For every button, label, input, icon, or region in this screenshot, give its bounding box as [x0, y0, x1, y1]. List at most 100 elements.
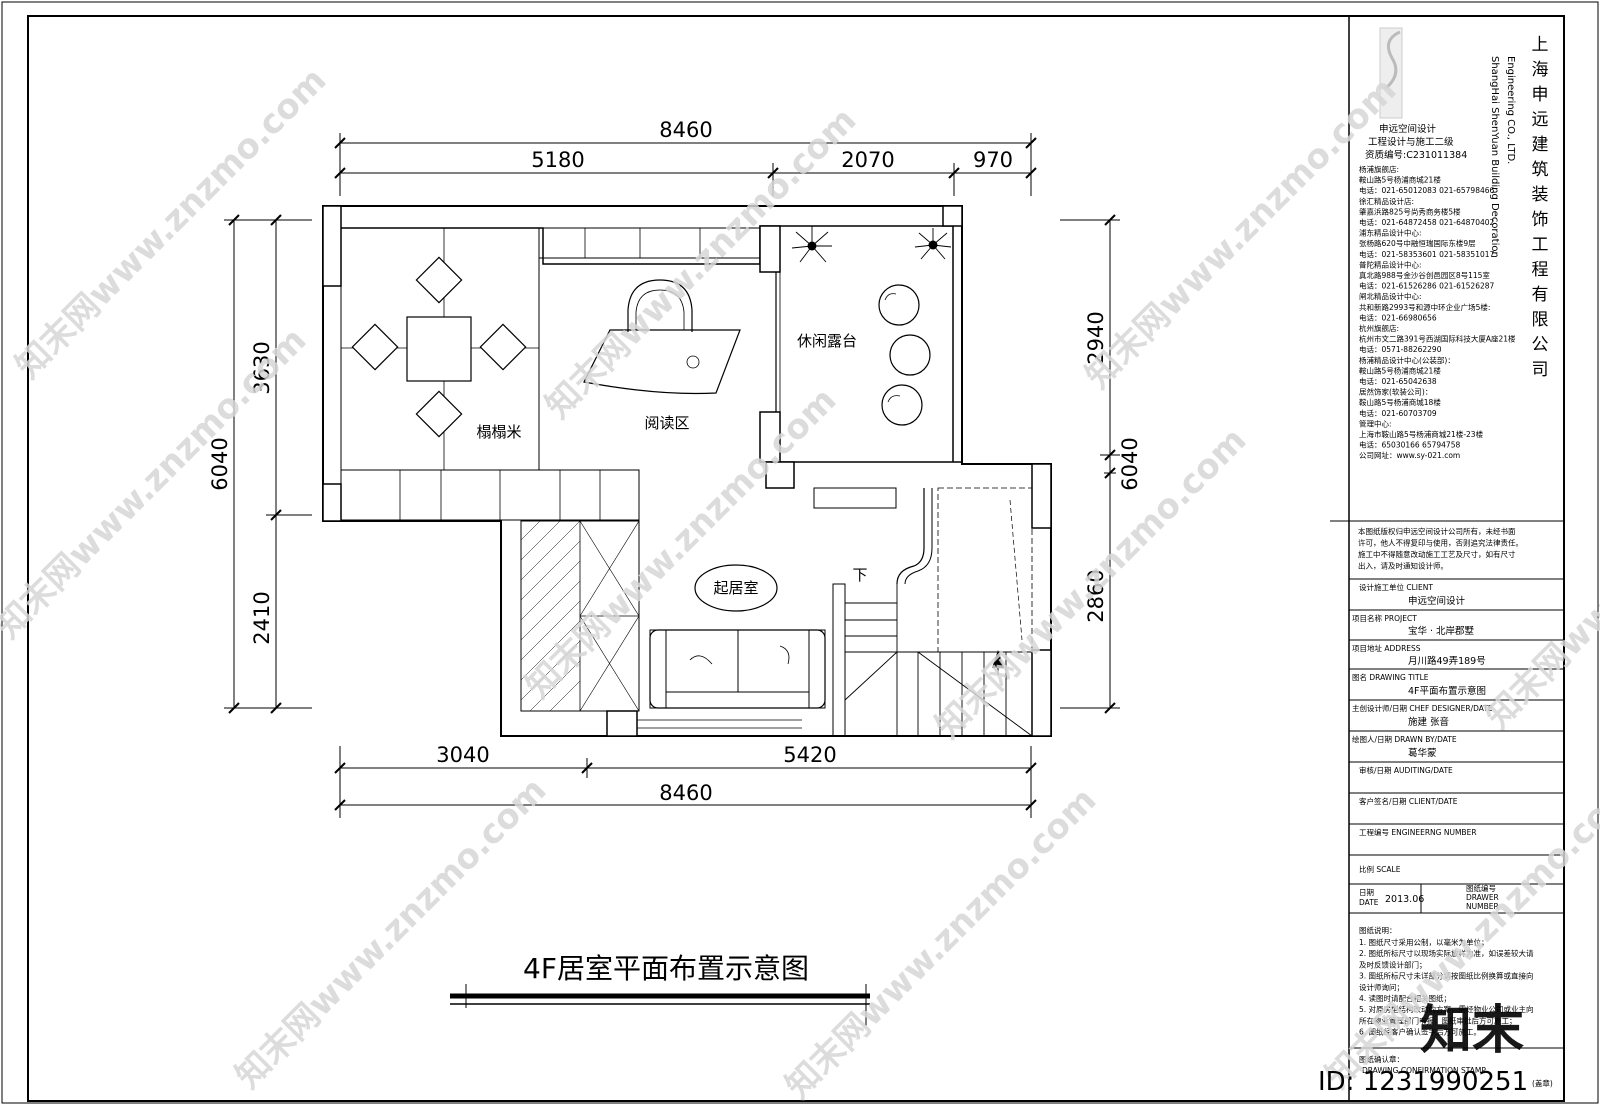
partition-pier-bottom — [759, 411, 781, 463]
company-char: 程 — [1532, 260, 1549, 280]
branches-line: 鞍山路5号杨浦商城21楼 — [1359, 365, 1441, 375]
branches-line: 闸北精品设计中心: — [1359, 291, 1422, 301]
tv-cabinet — [813, 487, 897, 509]
branches-line: 电话：021-60703709 — [1359, 408, 1437, 418]
plant-icon — [791, 226, 832, 263]
branches-line: 电话：021-65012083 021-65798466 — [1359, 185, 1495, 195]
branches-line: 上海市鞍山路5号杨浦商城21楼-23楼 — [1359, 429, 1484, 439]
title-block-grid — [1349, 578, 1564, 1049]
copyright-line: 出入，请及时通知设计师。 — [1358, 561, 1448, 571]
dim-right-upper: 2940 — [1084, 311, 1108, 364]
branches-line: 居然饰家(软装公司)： — [1359, 387, 1432, 397]
branches-line: 电话：0571-88262290 — [1359, 344, 1442, 354]
firm-name: 申远空间设计 — [1379, 123, 1437, 135]
firm-license: 资质编号:C231011384 — [1365, 149, 1467, 161]
reading-desk — [583, 329, 741, 395]
branches-line: 鞍山路5号杨浦商城18楼 — [1359, 397, 1441, 407]
address-label: 项目地址 ADDRESS — [1352, 643, 1421, 653]
branches-line: 杭州旗舰店: — [1359, 323, 1399, 333]
date-label-cn: 日期 — [1359, 888, 1374, 897]
wall-pier-ne — [942, 205, 963, 227]
engineering-number-label: 工程编号 ENGINEERNG NUMBER — [1359, 827, 1477, 837]
drawer-label-cn: 图纸编号 — [1466, 883, 1496, 893]
cushion-right — [479, 323, 527, 371]
wall-pier-sw — [322, 483, 342, 522]
branches-line: 张杨路620号中融恒瑞国际东楼9层 — [1359, 238, 1476, 248]
coffee-table — [694, 564, 778, 612]
notes-line: 1. 图纸尺寸采用公制，以毫米为单位； — [1359, 937, 1489, 947]
dim-bottom-total: 8460 — [659, 781, 712, 805]
notes-line: 5. 对原房型结构改动的方案，需经物业公司或业主向 — [1359, 1004, 1534, 1014]
bookshelf — [538, 227, 761, 259]
branches-line: 管理中心: — [1359, 418, 1392, 428]
copyright-notice: 本图纸版权归申远空间设计公司所有，未经书面许可，他人不得复印与使用，否则追究法律… — [1358, 526, 1523, 571]
company-name-cn: 上 海 申 远 建 筑 装 饰 工 程 有 限 公 司 — [1532, 35, 1549, 380]
branches-line: 共和新路2993号和源中环企业广场5楼: — [1359, 302, 1490, 312]
branches-line: 真北路988号金沙谷创邑园区8号115室 — [1359, 270, 1490, 280]
dim-bottom-a: 3040 — [436, 743, 489, 767]
title-block: 上 海 申 远 建 筑 装 饰 工 程 有 限 公 司 ShangHai She… — [1330, 16, 1564, 1101]
desk-lamp — [686, 355, 700, 369]
dim-right-total: 6040 — [1118, 437, 1142, 490]
designer-value: 施建 张音 — [1408, 716, 1449, 728]
terrace-stool-2 — [889, 334, 931, 376]
watermark-text: 知末网www.znzmo.com — [228, 770, 554, 1096]
drawer-label-en1: DRAWER — [1466, 893, 1499, 902]
dim-left-upper: 3630 — [250, 341, 274, 394]
branches-line: 电话：021-64872458 021-64870402 — [1359, 217, 1495, 227]
stamp-label: (盖章) — [1532, 1078, 1553, 1088]
company-char: 工 — [1532, 235, 1549, 255]
drawing-title-label: 图名 DRAWING TITLE — [1352, 672, 1429, 682]
plant-icon — [914, 228, 952, 260]
cushion-left — [351, 323, 399, 371]
branches-line: 鞍山路5号杨浦商城21楼 — [1359, 175, 1441, 185]
notes-title: 图纸说明： — [1359, 925, 1397, 935]
dim-bottom-b: 5420 — [783, 743, 836, 767]
company-char: 筑 — [1532, 160, 1549, 180]
company-char: 司 — [1532, 360, 1549, 380]
tea-table — [406, 316, 472, 382]
company-char: 饰 — [1532, 210, 1549, 230]
drawing-title-value: 4F平面布置示意图 — [1408, 685, 1486, 697]
stairs-down-label: 下 — [852, 566, 867, 584]
branches-line: 电话：021-58353601 021-58351017 — [1359, 249, 1495, 259]
company-char: 海 — [1532, 60, 1549, 80]
dimension-lines — [224, 133, 1120, 818]
notes-line: 设计师询问； — [1359, 982, 1404, 992]
watermark-text: 知末网www.znzmo.com — [1478, 410, 1600, 736]
notes-line: 6. 图纸经客户确认签字后方可施工。 — [1359, 1027, 1481, 1037]
storage-cabinet-row — [340, 469, 640, 521]
branches-line: 杭州市文二路391号西湖国际科技大厦A座21楼 — [1359, 334, 1516, 344]
room-label-tatami: 榻榻米 — [476, 423, 521, 441]
company-name-en-1: ShangHai ShenYuan Building Decoration — [1489, 56, 1500, 258]
drawn-by-label: 绘图人/日期 DRAWN BY/DATE — [1352, 734, 1457, 744]
drawn-by-value: 葛华蒙 — [1408, 747, 1437, 759]
branches-line: 电话：65030166 65794758 — [1359, 440, 1460, 450]
date-label-en: DATE — [1359, 898, 1379, 907]
drawing-title: 4F居室平面布置示意图 — [523, 952, 809, 985]
company-logo-icon — [1379, 27, 1403, 119]
room-label-terrace: 休闲露台 — [797, 332, 857, 350]
branches-line: 杨浦旗舰店: — [1359, 164, 1399, 174]
notes-line: 4. 读图时请配合相关图纸； — [1359, 993, 1451, 1003]
copyright-line: 许可，他人不得复印与使用，否则追究法律责任。 — [1358, 538, 1523, 548]
company-char: 建 — [1532, 135, 1549, 155]
firm-grade: 工程设计与施工二级 — [1368, 136, 1454, 148]
designer-label: 主创设计师/日期 CHEF DESIGNER/DATE — [1352, 703, 1493, 713]
company-char: 申 — [1532, 85, 1549, 105]
company-name-en-2: Engineering CO., LTD. — [1505, 56, 1516, 164]
watermark-text: 知末网www.znzmo.com — [1078, 70, 1404, 396]
stair-arrow-icon — [992, 650, 1004, 668]
company-char: 公 — [1532, 335, 1549, 355]
watermark-text: 知末网www.znzmo.com — [778, 780, 1104, 1105]
copyright-line: 本图纸版权归申远空间设计公司所有，未经书面 — [1358, 526, 1516, 536]
client-sign-label: 客户签名/日期 CLIENT/DATE — [1359, 796, 1458, 806]
hatched-panel — [520, 520, 581, 712]
cushion-top — [415, 256, 463, 304]
dim-top-total: 8460 — [659, 118, 712, 142]
wall-pier-se — [1031, 649, 1052, 737]
dim-left-total: 6040 — [208, 437, 232, 490]
copyright-line: 施工中不得随意改动施工工艺及尺寸，如有尺寸 — [1358, 549, 1516, 559]
